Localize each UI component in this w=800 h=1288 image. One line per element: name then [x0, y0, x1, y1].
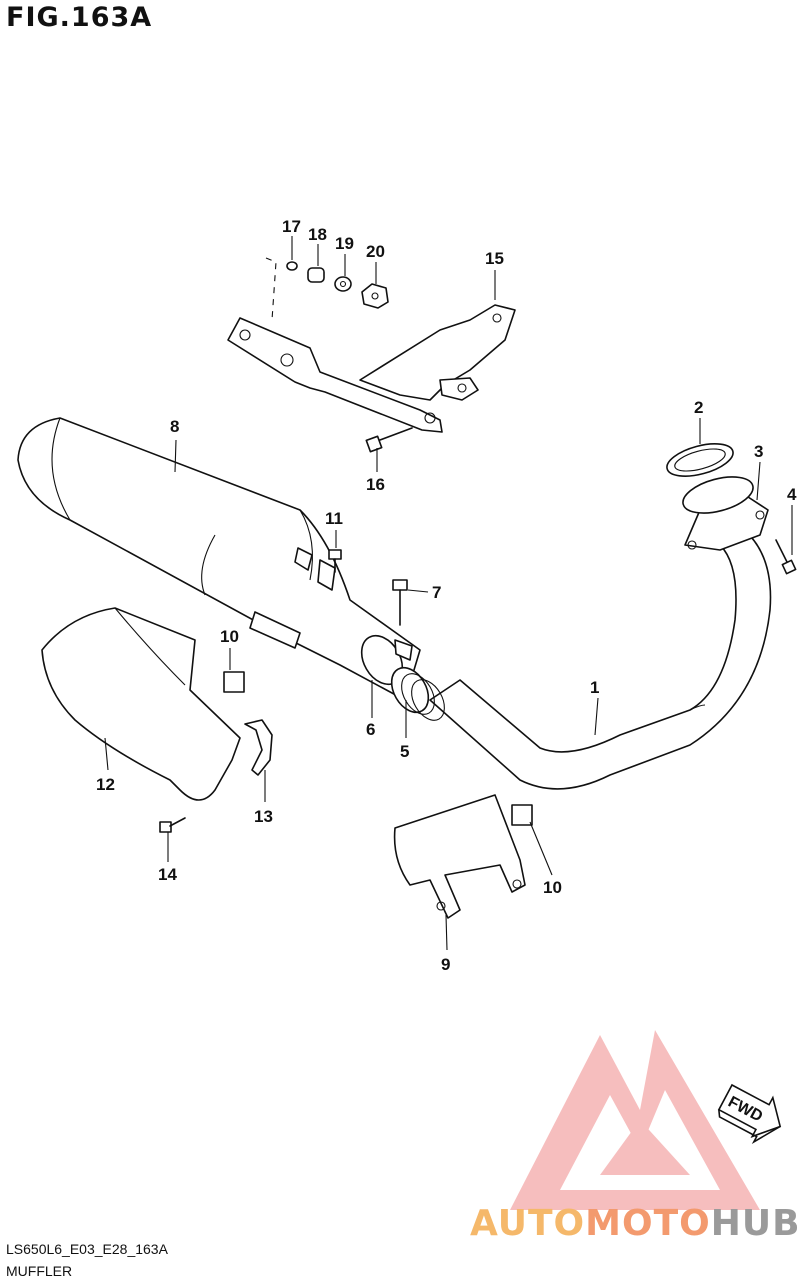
callout-14: 14 — [158, 865, 177, 884]
callout-8: 8 — [170, 417, 179, 436]
collar-18 — [307, 267, 325, 283]
washer-19 — [334, 276, 352, 292]
callout-6: 6 — [366, 720, 375, 739]
callout-1: 1 — [590, 678, 599, 697]
muffler-bolt — [328, 549, 342, 573]
exhaust-gasket — [666, 443, 734, 477]
callout-11: 11 — [325, 509, 343, 528]
nut-20 — [361, 283, 389, 309]
cushion-pad-lower — [511, 804, 533, 826]
heat-shield-bolt — [159, 817, 186, 833]
callout-15: 15 — [485, 249, 504, 268]
callout-4: 4 — [787, 485, 797, 504]
pipe-clamp — [360, 634, 413, 686]
callout-18: 18 — [308, 225, 327, 244]
callout-9: 9 — [441, 955, 450, 974]
callout-3: 3 — [754, 442, 763, 461]
callout-10a: 10 — [220, 627, 239, 646]
watermark-word-2: MOTO — [585, 1203, 711, 1244]
callout-19: 19 — [335, 234, 354, 253]
exhaust-flange — [682, 476, 769, 551]
damper-17 — [286, 261, 298, 271]
callout-10b: 10 — [543, 878, 562, 897]
clamp-bolt — [392, 579, 408, 626]
leader-lines — [104, 236, 793, 951]
diagram-name: MUFFLER — [6, 1263, 73, 1279]
figure-title: FIG.163A — [6, 2, 153, 33]
diagram-code: LS650L6_E03_E28_163A — [6, 1241, 168, 1257]
callout-16: 16 — [366, 475, 385, 494]
muffler — [17, 417, 421, 701]
flange-bolt — [775, 539, 797, 575]
callout-5: 5 — [400, 742, 409, 761]
muffler-bracket — [227, 304, 516, 433]
watermark-word-1: AUTO — [470, 1203, 586, 1244]
watermark-logo-icon — [510, 1030, 760, 1210]
watermark-word-3: HUB — [710, 1203, 800, 1244]
exhaust-pipe — [429, 519, 772, 790]
callout-20: 20 — [366, 242, 385, 261]
muffler-heat-shield — [41, 607, 241, 801]
pipe-gasket — [390, 666, 445, 721]
callout-12: 12 — [96, 775, 115, 794]
watermark-text: AUTOMOTOHUB — [470, 1203, 800, 1244]
forward-arrow-icon: FWD — [717, 1083, 782, 1145]
callout-13: 13 — [254, 807, 273, 826]
callout-17: 17 — [282, 217, 301, 236]
pipe-heat-shield — [393, 794, 526, 919]
cushion-pad-upper — [223, 671, 245, 693]
heat-shield-bracket — [244, 719, 273, 776]
callout-2: 2 — [694, 398, 703, 417]
bracket-bolt — [365, 427, 413, 453]
callout-7: 7 — [432, 583, 441, 602]
